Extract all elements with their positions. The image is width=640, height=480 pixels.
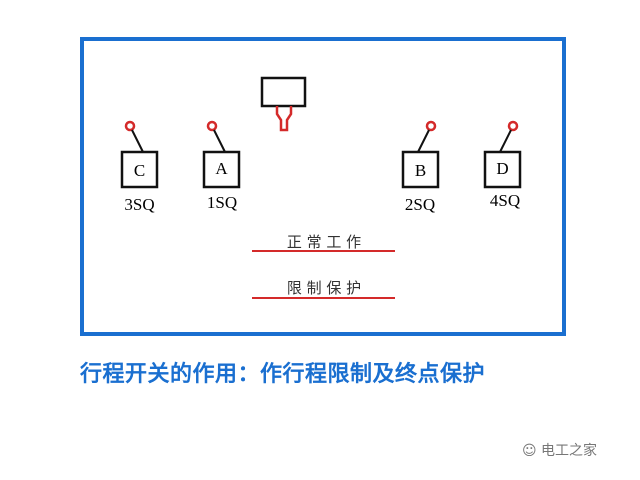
switch-label: 4SQ: [490, 191, 520, 210]
roller-icon: [124, 120, 136, 132]
lever: [213, 129, 226, 153]
switch-label: 3SQ: [124, 195, 154, 214]
roller-icon: [425, 120, 437, 132]
switch-letter: A: [215, 159, 228, 178]
switch-box: [483, 150, 522, 189]
watermark: ☺ 电工之家: [522, 440, 597, 460]
switch-label: 1SQ: [207, 193, 237, 212]
diagram-frame: [80, 37, 566, 336]
limit-switch-3sq: C 3SQ: [120, 120, 159, 214]
switch-label: 2SQ: [405, 195, 435, 214]
mode-normal-label: 正 常 工 作: [287, 233, 361, 251]
switch-letter: C: [134, 161, 145, 180]
tool-head: [260, 76, 307, 132]
lever: [417, 129, 430, 153]
roller-icon: [507, 120, 519, 132]
watermark-text: 电工之家: [541, 443, 598, 459]
limit-switch-1sq: A 1SQ: [202, 120, 241, 212]
switch-box: [401, 150, 440, 189]
limit-switch-4sq: D 4SQ: [483, 120, 522, 210]
tool-body: [260, 76, 307, 108]
limit-switch-2sq: B 2SQ: [401, 120, 440, 214]
switch-box: [120, 150, 159, 189]
tool-striker: [275, 106, 293, 132]
switch-letter: B: [415, 161, 426, 180]
switch-box: [202, 150, 241, 189]
lever: [499, 129, 512, 153]
caption: 行程开关的作用：作行程限制及终点保护: [80, 362, 486, 387]
mode-limit-label: 限 制 保 护: [287, 279, 361, 297]
switch-letter: D: [496, 159, 508, 178]
lever: [131, 129, 144, 153]
roller-icon: [206, 120, 218, 132]
wechat-icon: ☺: [522, 443, 542, 459]
